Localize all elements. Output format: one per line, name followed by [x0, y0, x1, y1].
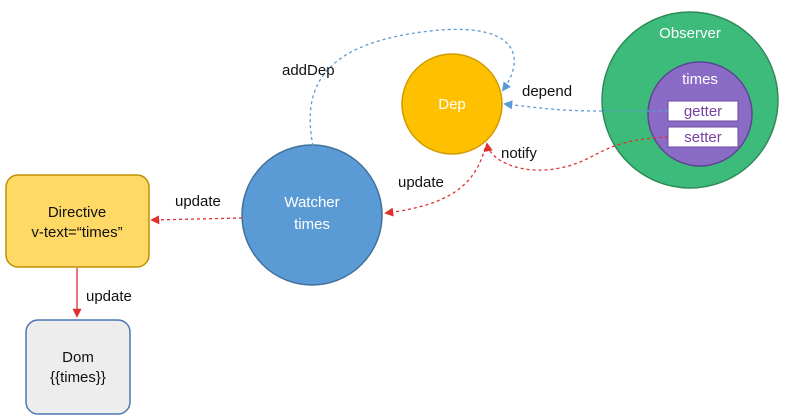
depend-label: depend [522, 83, 572, 100]
dom-line2: {{times}} [50, 369, 106, 386]
notify-label: notify [501, 145, 537, 162]
directive-line1: Directive [48, 204, 106, 221]
notify-arrow [483, 136, 669, 171]
dep-to-watcher-arrow [384, 147, 486, 217]
dep-label: Dep [438, 96, 466, 113]
dom-line1: Dom [62, 349, 94, 366]
dom-node [25, 319, 131, 415]
watcher-node [241, 144, 383, 286]
directive-node [5, 174, 150, 268]
directive-line2: v-text=“times” [31, 224, 122, 241]
observer-times-label: times [682, 71, 718, 88]
adddep-arrow [309, 28, 515, 147]
watcher-update-label: update [175, 193, 221, 210]
setter-label: setter [684, 129, 722, 146]
watcher-line1: Watcher [284, 194, 339, 211]
depend-arrow [503, 100, 668, 112]
watcher-line2: times [294, 216, 330, 233]
getter-label: getter [684, 103, 722, 120]
watcher-to-directive-arrow [150, 215, 243, 225]
directive-update-label: update [86, 288, 132, 305]
dep-node [401, 53, 503, 155]
adddep-label: addDep [282, 62, 335, 79]
dep-update-label: update [398, 174, 444, 191]
observer-title: Observer [659, 25, 721, 42]
